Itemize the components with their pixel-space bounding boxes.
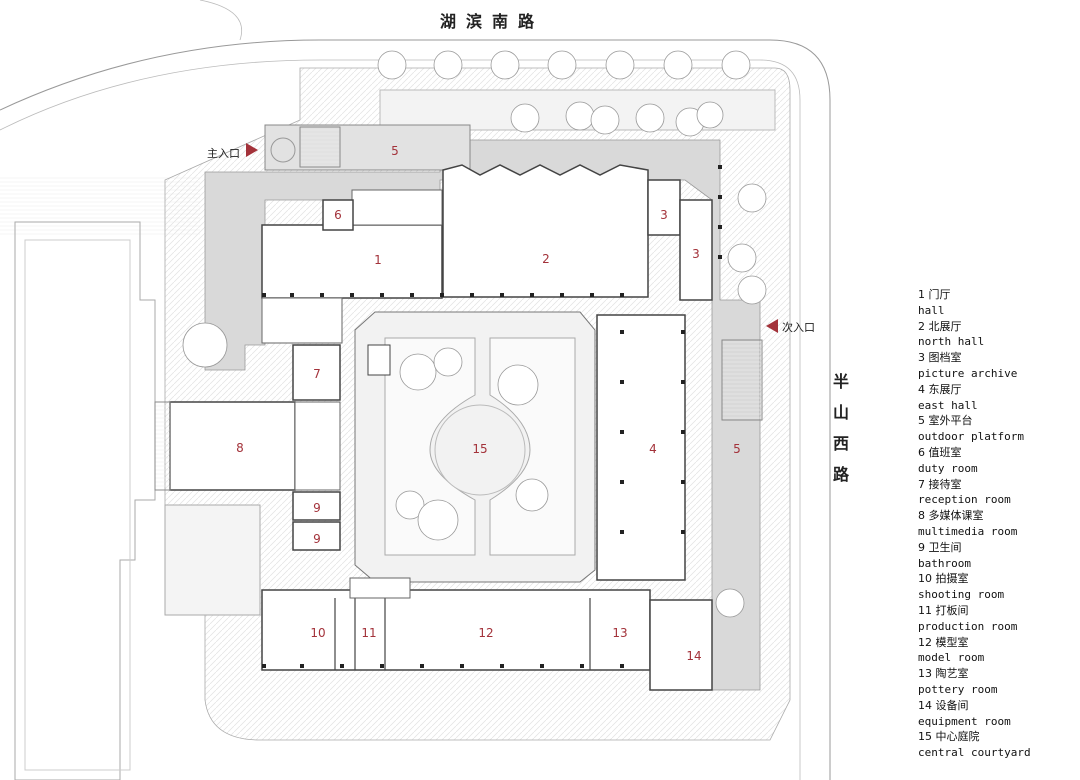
legend-item-zh: 7 接待室 <box>918 477 962 491</box>
main-entrance-arrow-icon <box>246 143 258 157</box>
stair-north <box>299 126 341 168</box>
room-equipment <box>649 599 713 691</box>
neighbor-building <box>14 221 156 780</box>
room-archive-a <box>647 179 681 236</box>
main-entrance-label: 主入口 <box>207 147 240 160</box>
legend-item-zh: 1 门厅 <box>918 288 951 301</box>
secondary-entrance-arrow-icon <box>766 319 778 333</box>
room-reception <box>292 344 341 401</box>
legend-item-zh: 14 设备间 <box>918 698 969 712</box>
columns <box>262 165 722 668</box>
road-curve-outer <box>199 0 242 41</box>
legend-item-zh: 15 中心庭院 <box>918 730 980 744</box>
legend-item-en: north hall <box>918 335 985 349</box>
legend-item-zh: 3 图档室 <box>918 351 962 365</box>
legend-item-zh: 9 卫生间 <box>918 540 962 554</box>
label-multimedia: 8 <box>236 441 244 455</box>
legend-item-zh: 8 多媒体课室 <box>918 509 984 523</box>
label-archive-b: 3 <box>692 247 700 261</box>
room-archive-b <box>679 199 713 301</box>
legend-item-en: model room <box>918 651 985 665</box>
label-equipment: 14 <box>686 649 702 663</box>
label-pottery: 13 <box>612 626 628 640</box>
room-duty <box>322 199 354 231</box>
label-east-hall: 4 <box>649 442 657 456</box>
legend-item-en: production room <box>918 619 1018 633</box>
label-platform-east: 5 <box>733 442 741 456</box>
hall-entry <box>351 189 443 226</box>
legend-item-zh: 2 北展厅 <box>918 319 962 333</box>
label-reception: 7 <box>313 367 321 381</box>
room-multimedia <box>169 401 296 491</box>
legend-item-en: duty room <box>918 461 978 475</box>
room-hall <box>261 224 443 299</box>
legend-item-zh: 13 陶艺室 <box>918 667 969 681</box>
label-duty: 6 <box>334 208 342 222</box>
legend-item-zh: 10 拍摄室 <box>918 572 969 586</box>
legend-item-en: hall <box>918 303 945 317</box>
label-bathroom-b: 9 <box>313 532 321 546</box>
road-curve-north <box>0 39 831 780</box>
legend-item-zh: 11 打板间 <box>918 603 969 617</box>
label-courtyard: 15 <box>472 442 488 456</box>
label-platform-north: 5 <box>391 144 399 158</box>
legend-item-zh: 5 室外平台 <box>918 414 973 428</box>
platform-band <box>204 139 761 691</box>
road-curve-inner <box>0 59 801 780</box>
legend-item-en: reception room <box>918 493 1011 507</box>
platform-5-north <box>264 124 471 171</box>
label-shooting: 10 <box>310 626 326 640</box>
legend-item-en: equipment room <box>918 714 1011 728</box>
label-bathroom-a: 9 <box>313 501 321 515</box>
legend-item-en: east hall <box>918 398 978 412</box>
trees <box>182 50 767 618</box>
legend-item-zh: 4 东展厅 <box>918 382 962 396</box>
label-production: 11 <box>361 626 377 640</box>
stair-east <box>721 339 763 421</box>
legend-item-en: multimedia room <box>918 524 1018 538</box>
road-name-north: 湖滨南路 <box>440 12 545 31</box>
room-east-hall <box>596 314 686 581</box>
legend-item-en: shooting room <box>918 588 1005 602</box>
label-archive-a: 3 <box>660 208 668 222</box>
entry-circle <box>270 137 296 163</box>
legend-item-zh: 6 值班室 <box>918 445 962 459</box>
legend-item-en: central courtyard <box>918 746 1031 760</box>
label-north-hall: 2 <box>542 252 550 266</box>
neighbor-annex <box>164 504 261 616</box>
room-bathroom-b <box>292 521 341 551</box>
room-north-hall <box>442 164 649 298</box>
legend-item-en: outdoor platform <box>918 430 1024 444</box>
legend-item-en: bathroom <box>918 556 971 570</box>
legend-item-zh: 12 模型室 <box>918 635 969 649</box>
south-wing <box>261 589 651 671</box>
legend-item-en: picture archive <box>918 366 1018 380</box>
legend-item-en: pottery room <box>918 682 998 696</box>
label-hall: 1 <box>374 253 382 267</box>
elevator <box>367 344 391 376</box>
secondary-entrance-label: 次入口 <box>782 321 815 334</box>
room-bathroom-a <box>292 491 341 521</box>
label-model: 12 <box>478 626 494 640</box>
west-corridor <box>261 297 343 344</box>
road-name-east: 半山西路 <box>832 372 849 484</box>
